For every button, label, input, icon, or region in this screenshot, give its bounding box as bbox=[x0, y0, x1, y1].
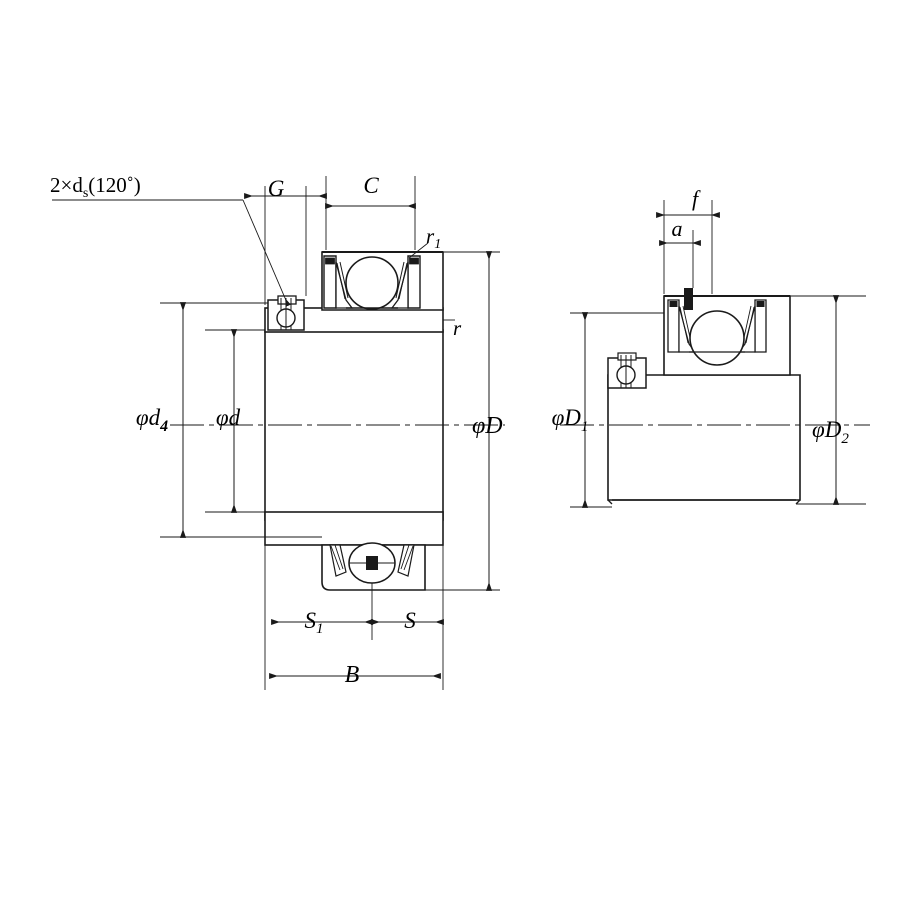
label-S: S bbox=[404, 608, 416, 633]
left-bottom-bearing-section bbox=[321, 542, 426, 591]
left-view: 2×ds(120˚) G C r1 r φd4 φd φD S1 S B bbox=[50, 173, 505, 690]
label-phi-d4: φd4 bbox=[136, 405, 168, 435]
right-view-labels: f a φD1 φD2 bbox=[552, 186, 850, 447]
label-phi-D1: φD1 bbox=[552, 405, 589, 435]
label-B: B bbox=[345, 662, 360, 688]
label-set-screw: 2×ds(120˚) bbox=[50, 173, 141, 201]
right-outer-body bbox=[607, 374, 801, 505]
label-C: C bbox=[363, 173, 379, 198]
right-set-screw-boss bbox=[607, 352, 647, 389]
label-r: r bbox=[453, 316, 462, 340]
label-phi-d: φd bbox=[216, 405, 241, 430]
dim-phi-d bbox=[205, 329, 265, 513]
left-view-labels: 2×ds(120˚) G C r1 r φd4 φd φD S1 S B bbox=[50, 173, 503, 688]
dim-B bbox=[264, 640, 441, 690]
dim-a bbox=[659, 230, 701, 288]
dim-phi-D2 bbox=[790, 295, 866, 505]
label-phi-D: φD bbox=[472, 413, 503, 439]
label-G: G bbox=[268, 176, 285, 201]
label-S1: S1 bbox=[305, 608, 324, 637]
label-f: f bbox=[692, 186, 701, 211]
dim-r1 bbox=[408, 242, 429, 259]
left-top-bearing-section bbox=[321, 251, 444, 311]
label-a: a bbox=[672, 216, 683, 241]
right-view: f a φD1 φD2 bbox=[552, 186, 870, 508]
right-top-bearing-section bbox=[663, 288, 791, 376]
dim-phi-D bbox=[415, 251, 500, 591]
dim-G bbox=[244, 186, 327, 305]
dim-S1-S bbox=[264, 545, 444, 690]
dim-phi-d4 bbox=[160, 302, 322, 538]
dim-C bbox=[325, 176, 416, 250]
label-r1: r1 bbox=[426, 224, 441, 252]
dim-phi-D1 bbox=[570, 312, 664, 508]
dim-f bbox=[656, 200, 720, 294]
left-set-screw-boss bbox=[267, 295, 305, 331]
left-outer-ring-body bbox=[264, 307, 444, 546]
label-phi-D2: φD2 bbox=[812, 417, 849, 447]
set-screw-leader bbox=[52, 199, 291, 307]
